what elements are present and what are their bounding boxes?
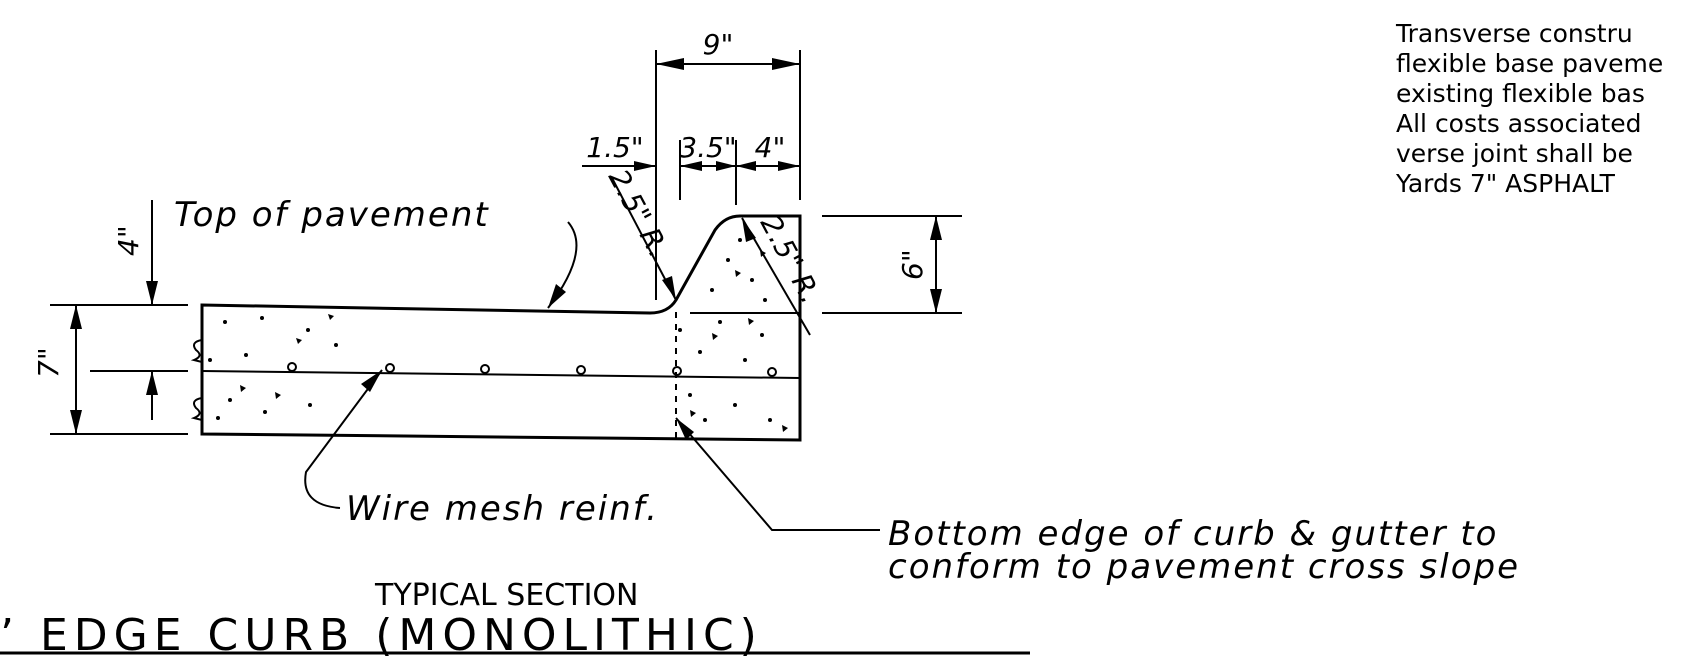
radius-leaders bbox=[611, 177, 811, 336]
right-dimension bbox=[822, 215, 962, 314]
dim-4-in-left: 4" bbox=[112, 225, 145, 256]
typical-section-caption: TYPICAL SECTION bbox=[374, 578, 638, 613]
note-line-1: Transverse constru bbox=[1395, 19, 1633, 48]
dim-1-5-in: 1.5" bbox=[586, 131, 643, 164]
radius-right-label: 2.5" R. bbox=[754, 210, 828, 309]
left-dimensions bbox=[50, 200, 188, 435]
notes-block: Transverse constru flexible base paveme … bbox=[1395, 19, 1663, 198]
note-line-4: All costs associated bbox=[1396, 109, 1642, 138]
wire-mesh-bars bbox=[287, 362, 777, 377]
dim-7-in: 7" bbox=[32, 347, 65, 378]
note-line-5: verse joint shall be bbox=[1396, 139, 1633, 168]
note-line-3: existing flexible bas bbox=[1396, 79, 1645, 108]
dim-6-in: 6" bbox=[896, 249, 929, 280]
radius-left-label: 2.5" R. bbox=[602, 164, 676, 263]
wire-mesh-label: Wire mesh reinf. bbox=[346, 489, 659, 529]
dim-3-5-in: 3.5" bbox=[679, 131, 736, 164]
drawing-title: ’ EDGE CURB (MONOLITHIC) bbox=[0, 610, 763, 656]
dim-4-in-top: 4" bbox=[755, 131, 786, 164]
note-line-2: flexible base paveme bbox=[1396, 49, 1663, 78]
bottom-edge-label-line2: conform to pavement cross slope bbox=[888, 547, 1520, 587]
note-line-6: Yards 7" ASPHALT bbox=[1395, 169, 1616, 198]
pavement-slab bbox=[190, 214, 802, 442]
bottom-edge-label-line1: Bottom edge of curb & gutter to bbox=[888, 514, 1498, 554]
top-of-pavement-label: Top of pavement bbox=[174, 195, 490, 235]
top-dimensions bbox=[582, 50, 801, 300]
concrete-aggregate-stipple bbox=[208, 238, 788, 432]
dim-9-in: 9" bbox=[703, 28, 734, 61]
label-leaders bbox=[304, 221, 880, 531]
